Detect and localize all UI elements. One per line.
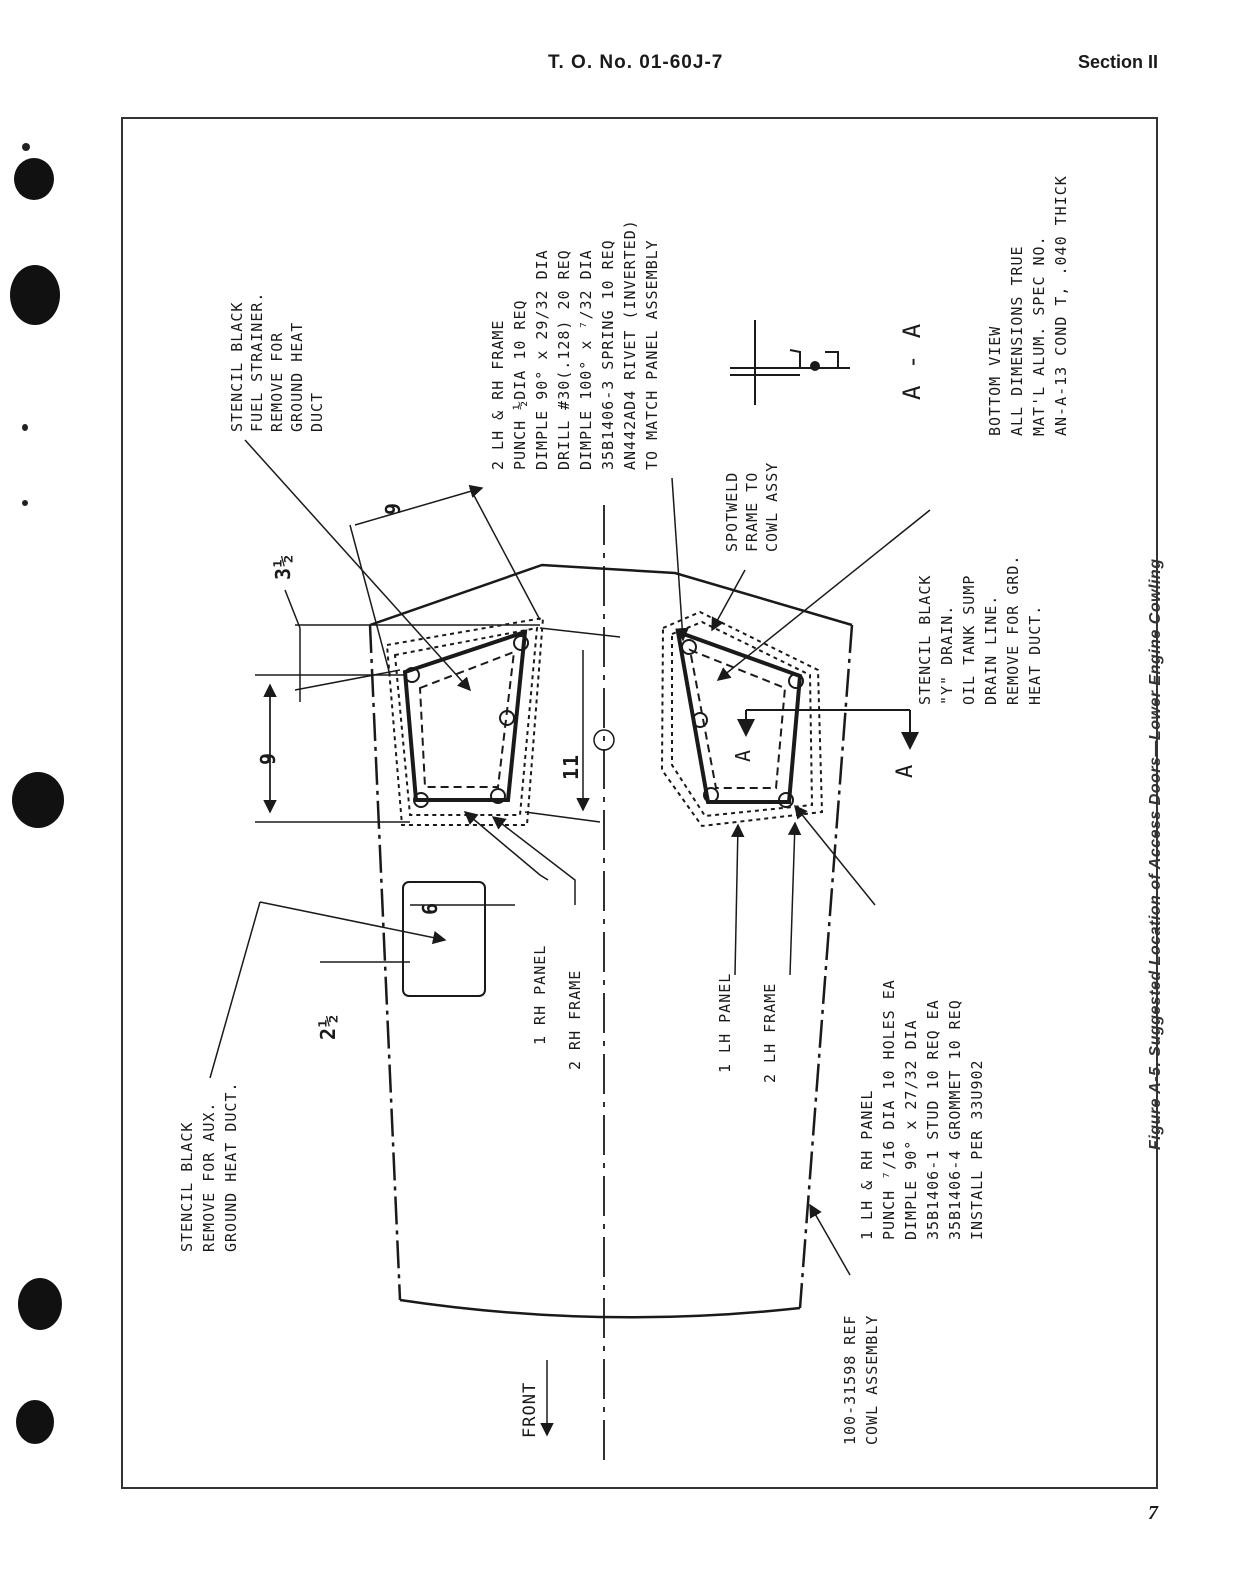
lh-door [660, 610, 824, 828]
note-line: SPOTWELD [723, 472, 741, 552]
rh-panel-label: 1 RH PANEL [531, 945, 549, 1045]
note-line: BOTTOM VIEW [986, 326, 1004, 436]
binder-hole-5 [16, 1400, 54, 1444]
dim-11: 11 [559, 754, 583, 780]
note-line: 100-31598 REF [841, 1315, 859, 1445]
section-aa-label: A - A [898, 323, 926, 400]
dim-2-half: 2½ [316, 1014, 340, 1040]
note-line: DRAIN LINE. [982, 595, 1000, 705]
center-mark [593, 729, 615, 751]
binder-hole-2 [10, 265, 60, 325]
rh-frame-label: 2 RH FRAME [566, 970, 584, 1070]
binder-speck [22, 500, 28, 506]
figure-frame [121, 117, 1158, 1489]
cowl-outline [368, 563, 854, 1319]
binder-hole-4 [18, 1278, 62, 1330]
section-mark-a-lower: A [893, 764, 918, 778]
note-line: 1 LH & RH PANEL [858, 1090, 876, 1240]
note-line: OIL TANK SUMP [960, 575, 978, 705]
aux-door [402, 881, 486, 997]
dim-6: 6 [418, 902, 442, 915]
note-line: STENCIL BLACK [916, 575, 934, 705]
bottom-view-note: BOTTOM VIEW ALL DIMENSIONS TRUE MAT'L AL… [986, 175, 1070, 436]
note-line: HEAT DUCT. [1026, 605, 1044, 705]
note-line: FUEL STRAINER. [248, 292, 266, 432]
lh-panel-label: 1 LH PANEL [716, 973, 734, 1073]
note-line: FRAME TO [743, 472, 761, 552]
binder-hole-1 [14, 158, 54, 200]
section-label: Section II [1078, 52, 1159, 72]
note-line: 35B1406-3 SPRING 10 REQ [599, 239, 617, 470]
note-line: COWL ASSY [763, 462, 781, 552]
note-line: 35B1406-4 GROMMET 10 REQ [946, 999, 964, 1240]
note-line: REMOVE FOR GRD. [1004, 555, 1022, 705]
document-number: T. O. No. 01-60J-7 [548, 52, 724, 73]
binder-speck [22, 424, 28, 431]
note-line: GROUND HEAT DUCT. [222, 1081, 240, 1252]
note-line: COWL ASSEMBLY [863, 1315, 881, 1445]
binder-hole-3 [12, 772, 64, 828]
note-line: INSTALL PER 33U902 [968, 1059, 986, 1240]
note-line: REMOVE FOR AUX. [200, 1102, 218, 1252]
rh-frame-note: 2 LH & RH FRAME PUNCH ½DIA 10 REQ DIMPLE… [489, 209, 661, 470]
dimension-lines [255, 484, 621, 963]
note-line: STENCIL BLACK [178, 1122, 196, 1252]
leader-lines [209, 439, 931, 1276]
note-line: REMOVE FOR [268, 332, 286, 432]
spotweld-note: SPOTWELD FRAME TO COWL ASSY [723, 462, 781, 552]
note-line: DIMPLE 100° x ⁷/32 DIA [577, 249, 595, 470]
cowl-ref-note: 100-31598 REF COWL ASSEMBLY [841, 1305, 881, 1445]
rh-door [385, 616, 545, 826]
fuel-strainer-note: STENCIL BLACK FUEL STRAINER. REMOVE FOR … [228, 282, 326, 432]
page-number: 7 [1148, 1502, 1158, 1524]
note-line: DIMPLE 90° x 29/32 DIA [533, 249, 551, 470]
note-line: "Y" DRAIN. [938, 605, 956, 705]
note-line: TO MATCH PANEL ASSEMBLY [643, 239, 661, 470]
note-line: 2 LH & RH FRAME [489, 320, 507, 470]
note-line: STENCIL BLACK [228, 302, 246, 432]
lh-frame-label: 2 LH FRAME [761, 983, 779, 1083]
note-line: ALL DIMENSIONS TRUE [1008, 245, 1026, 436]
dim-9-top: 9 [381, 502, 405, 515]
section-aa-detail [730, 320, 850, 405]
section-mark-a-upper: A [731, 749, 755, 762]
note-line: DUCT [308, 392, 326, 432]
note-line: MAT'L ALUM. SPEC NO. [1030, 235, 1048, 436]
aux-note: STENCIL BLACK REMOVE FOR AUX. GROUND HEA… [178, 1081, 240, 1252]
dim-9-side: 9 [256, 752, 280, 765]
note-line: 35B1406-1 STUD 10 REQ EA [924, 999, 942, 1240]
note-line: AN442AD4 RIVET (INVERTED) [621, 219, 639, 470]
note-line: PUNCH ½DIA 10 REQ [511, 299, 529, 470]
note-line: PUNCH ⁷/16 DIA 10 HOLES EA [880, 979, 898, 1240]
oil-tank-note: STENCIL BLACK "Y" DRAIN. OIL TANK SUMP D… [916, 545, 1044, 706]
note-line: AN-A-13 COND T, .040 THICK [1052, 175, 1070, 436]
note-line: GROUND HEAT [288, 322, 306, 432]
front-label: FRONT [520, 1382, 540, 1438]
panel-notes: 1 LH & RH PANEL PUNCH ⁷/16 DIA 10 HOLES … [858, 969, 986, 1240]
note-line: DIMPLE 90° x 27/32 DIA [902, 1019, 920, 1240]
section-aa-cut [737, 709, 919, 750]
note-line: DRILL #30(.128) 20 REQ [555, 249, 573, 470]
figure-caption: Figure A-5. Suggested Location of Access… [1147, 559, 1164, 1150]
binder-speck [22, 143, 30, 151]
dim-3-half: 3½ [271, 554, 295, 580]
